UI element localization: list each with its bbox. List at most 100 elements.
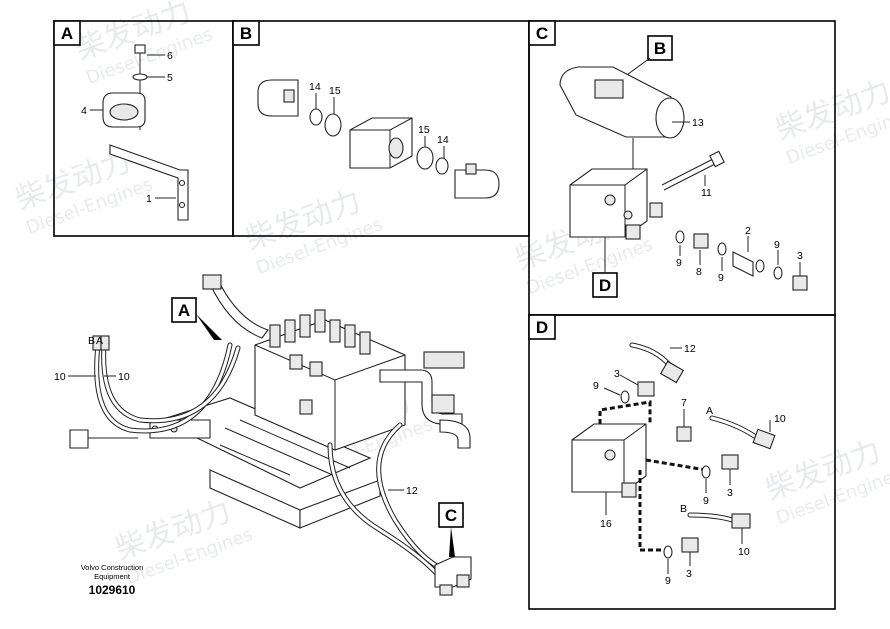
clamp-bracket xyxy=(69,429,89,449)
dashed-connection xyxy=(598,400,652,424)
document-number: 1029610 xyxy=(89,583,136,597)
callout-1: 1 xyxy=(146,193,152,205)
screw-head xyxy=(134,44,146,54)
seal xyxy=(675,230,685,244)
ref-a: A xyxy=(178,301,190,320)
hose-10-left-inner xyxy=(95,343,232,433)
panel-d-frame xyxy=(528,314,836,610)
hose-12-b-inner xyxy=(328,443,440,577)
clamp-hole xyxy=(109,103,139,121)
leader-line xyxy=(619,374,639,386)
adapter xyxy=(721,454,739,470)
dashed-connection xyxy=(645,458,707,472)
hose-letter-b: B xyxy=(88,335,95,347)
seal xyxy=(773,266,783,280)
callout-9: 9 xyxy=(676,257,682,269)
seal xyxy=(701,465,711,479)
ref-b: B xyxy=(654,39,666,58)
connector xyxy=(465,163,477,175)
solenoid-coil-left xyxy=(257,79,299,117)
ref-d: D xyxy=(599,276,611,295)
pipe-elbow xyxy=(423,351,465,369)
fitting-7 xyxy=(676,426,692,442)
callout-3: 3 xyxy=(797,250,803,262)
hose-letter-a: A xyxy=(706,405,713,417)
valve-spools xyxy=(269,309,371,415)
callout-3: 3 xyxy=(614,368,620,380)
port xyxy=(604,449,616,461)
hose-end xyxy=(100,335,110,351)
solenoid-end xyxy=(655,97,685,139)
o-ring xyxy=(324,113,342,137)
o-ring xyxy=(309,108,323,126)
callout-11: 11 xyxy=(701,187,712,199)
hose-letter-a: A xyxy=(96,335,103,347)
callout-9: 9 xyxy=(718,272,724,284)
ref-a-box xyxy=(171,297,197,323)
hose-12-a-inner xyxy=(377,423,447,572)
hose-fitting xyxy=(659,360,685,384)
solenoid-coil-right xyxy=(454,169,500,199)
fitting xyxy=(649,202,663,218)
ref-b-box xyxy=(647,35,673,61)
callout-15: 15 xyxy=(418,124,430,136)
hose-10-right-inner xyxy=(102,343,240,423)
callout-7: 7 xyxy=(681,397,687,409)
bolt-shaft xyxy=(663,162,718,191)
callout-16: 16 xyxy=(600,518,612,530)
valve-port xyxy=(388,137,404,159)
leader-line xyxy=(603,387,621,396)
adapter xyxy=(681,537,699,553)
seal xyxy=(755,259,765,273)
callout-3: 3 xyxy=(686,568,692,580)
callout-4: 4 xyxy=(81,105,87,117)
pipe-top xyxy=(209,279,269,339)
hose-fitting xyxy=(731,513,751,529)
hose-letter-b: B xyxy=(680,503,687,515)
port xyxy=(604,194,616,206)
maker-line-2: Equipment xyxy=(94,572,131,581)
panel-c-label-box xyxy=(528,20,556,46)
panel-c: C B D 13 11 xyxy=(528,20,836,316)
callout-14: 14 xyxy=(309,81,321,93)
frame-side xyxy=(299,479,381,529)
panel-d: D 12 9 3 xyxy=(528,314,836,610)
hose-fitting xyxy=(752,428,776,450)
panel-a-label-box xyxy=(53,20,81,46)
callout-3: 3 xyxy=(727,487,733,499)
hose-10a-inner xyxy=(710,416,762,442)
solenoid-valve xyxy=(559,66,672,138)
maker-line-1: Volvo Construction xyxy=(81,563,144,572)
pipe-flange xyxy=(431,394,455,414)
manifold-edges xyxy=(570,168,648,237)
ref-c-pointer xyxy=(449,527,455,557)
callout-8: 8 xyxy=(696,266,702,278)
washer xyxy=(132,73,148,81)
callout-9: 9 xyxy=(774,239,780,251)
fitting xyxy=(621,482,637,498)
callout-12: 12 xyxy=(684,343,696,355)
watermark-layer: 柴发动力 Diesel-Engines 柴发动力 Diesel-Engines … xyxy=(11,0,890,589)
panel-b: B 14 15 15 14 xyxy=(232,20,530,237)
spool-part xyxy=(732,251,754,277)
callout-10: 10 xyxy=(738,546,750,558)
fitting xyxy=(439,584,453,596)
callout-10: 10 xyxy=(54,371,66,383)
callout-10: 10 xyxy=(118,371,130,383)
pipe-flange xyxy=(202,274,222,290)
adapter xyxy=(693,233,709,249)
panel-b-label-box xyxy=(232,20,260,46)
callout-12: 12 xyxy=(406,485,418,497)
ref-c: C xyxy=(445,506,457,525)
panel-b-label: B xyxy=(240,24,252,43)
panel-a-label: A xyxy=(61,24,73,43)
callout-9: 9 xyxy=(593,380,599,392)
valve-cap xyxy=(594,79,624,99)
seal xyxy=(663,545,673,559)
plug xyxy=(792,275,808,291)
o-ring xyxy=(416,146,434,170)
dashed-connection xyxy=(638,470,665,552)
callout-5: 5 xyxy=(167,72,173,84)
valve-body xyxy=(349,117,413,169)
